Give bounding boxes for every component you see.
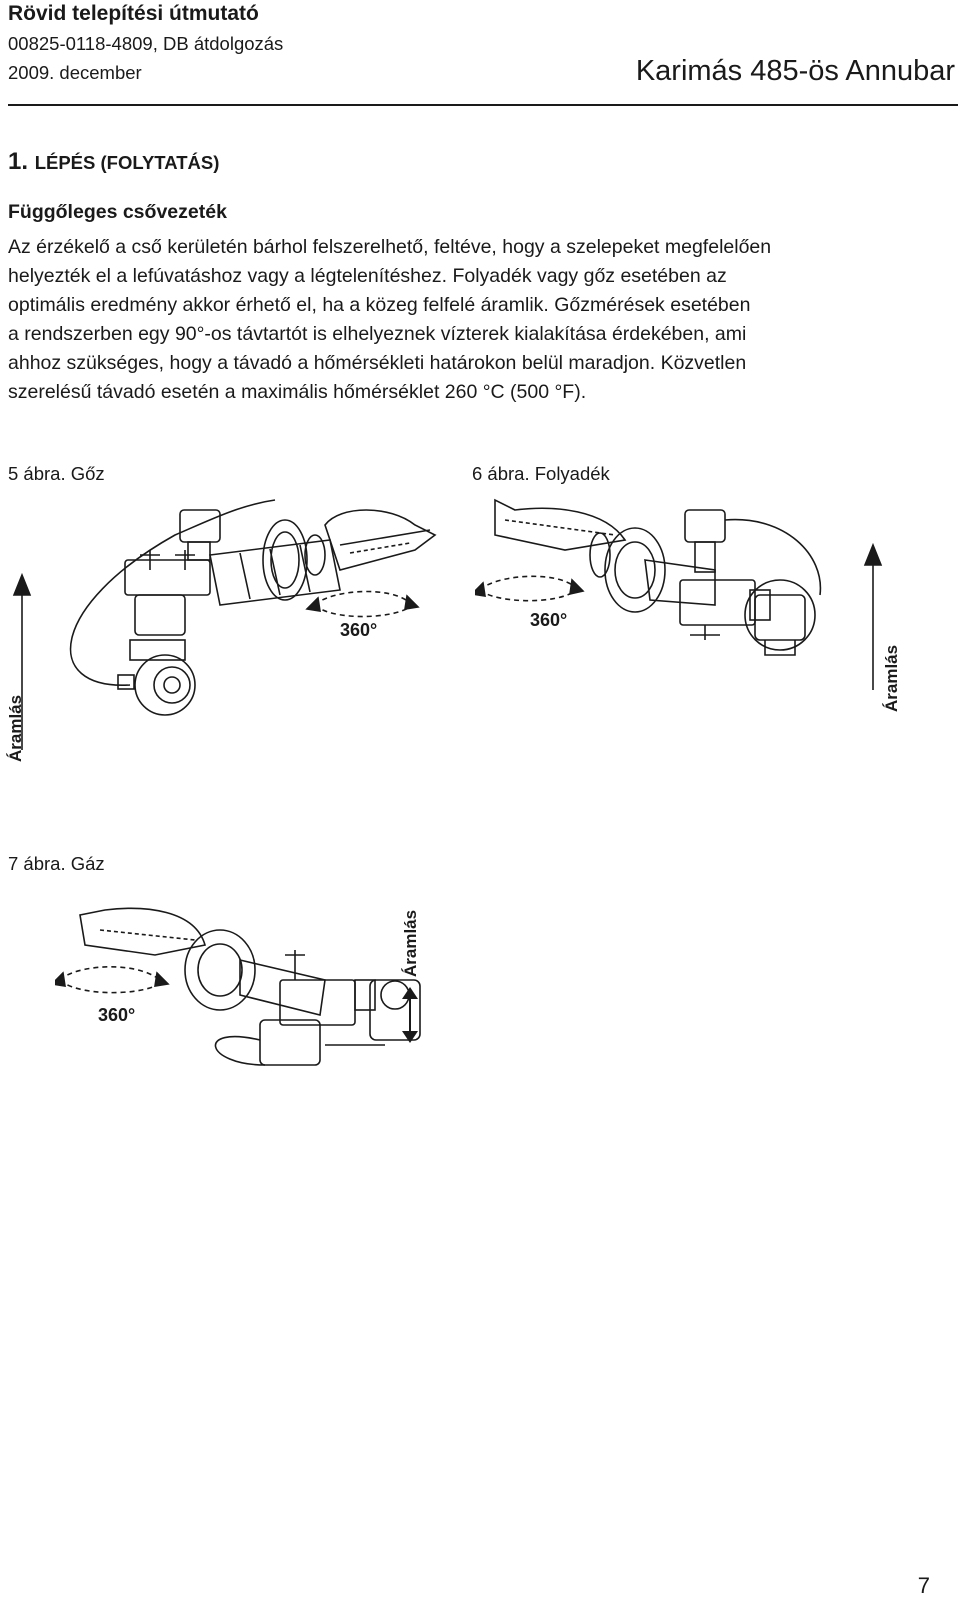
pipe <box>209 539 341 606</box>
figure-6-rotation-label: 360° <box>530 610 568 630</box>
figure-6-flow-label: Áramlás <box>882 644 901 712</box>
rotation-arc <box>479 575 576 591</box>
paragraph-line: Az érzékelő a cső kerületén bárhol felsz… <box>8 236 772 258</box>
junction-box <box>179 509 221 543</box>
flow-arrow-head <box>863 542 883 566</box>
flange <box>184 929 256 1011</box>
cable <box>69 499 276 686</box>
figure-5-caption: 5 ábra. Gőz <box>8 463 105 484</box>
figure-7-caption: 7 ábra. Gáz <box>8 853 105 874</box>
figure-5-flow-label: Áramlás <box>6 694 25 762</box>
manifold <box>279 979 356 1026</box>
figure-7-rotation-label: 360° <box>98 1005 136 1025</box>
figure-5-rotation-label: 360° <box>340 620 378 640</box>
page-number: 7 <box>917 1573 930 1598</box>
pipe <box>644 559 716 606</box>
sensor-strap <box>494 498 627 551</box>
step-number: 1. <box>8 148 29 175</box>
junction-box <box>684 509 726 543</box>
paragraph-line: helyezték el a lefúvatáshoz vagy a légte… <box>8 265 727 287</box>
manifold <box>124 559 211 596</box>
transmitter-housing <box>744 579 816 651</box>
rotation-arc <box>59 966 161 981</box>
section-subheading: Függőleges csővezeték <box>8 201 227 223</box>
cable <box>214 1035 266 1066</box>
figure-6-liquid-installation <box>475 498 883 690</box>
sensor-strap <box>79 907 207 956</box>
step-heading: 1. LÉPÉS (FOLYTATÁS) <box>8 148 219 176</box>
step-label: LÉPÉS (FOLYTATÁS) <box>34 152 220 173</box>
sensor-strap <box>324 509 437 571</box>
figure-7-flow-label: Áramlás <box>401 909 420 977</box>
flange <box>604 527 666 613</box>
paragraph-line: szerelésű távadó esetén a maximális hőmé… <box>8 381 587 403</box>
figure-5-steam-installation <box>12 499 437 750</box>
pipe <box>239 958 326 1016</box>
figure-7-gas-installation <box>55 907 421 1066</box>
rotation-arc <box>314 590 411 606</box>
transmitter-housing <box>369 979 421 1041</box>
paragraph-line: optimális eredmény akkor érhető el, ha a… <box>8 294 751 316</box>
flow-arrow-head <box>12 572 32 596</box>
document-date: 2009. december <box>8 62 142 83</box>
flange <box>262 519 308 601</box>
document-number: 00825-0118-4809, DB átdolgozás <box>8 33 284 54</box>
figure-7-flow-arrow <box>402 987 418 1043</box>
product-name: Karimás 485-ös Annubar <box>635 55 955 87</box>
header-rule <box>8 104 958 106</box>
paragraph-line: ahhoz szükséges, hogy a távadó a hőmérsé… <box>8 352 747 374</box>
transmitter-housing <box>134 654 196 716</box>
paragraph-line: a rendszerben egy 90°-os távtartót is el… <box>8 323 747 345</box>
figure-6-caption: 6 ábra. Folyadék <box>472 463 610 484</box>
body-paragraph: Az érzékelő a cső kerületén bárhol felsz… <box>8 233 956 407</box>
document-title: Rövid telepítési útmutató <box>8 2 259 25</box>
cable <box>724 518 822 596</box>
